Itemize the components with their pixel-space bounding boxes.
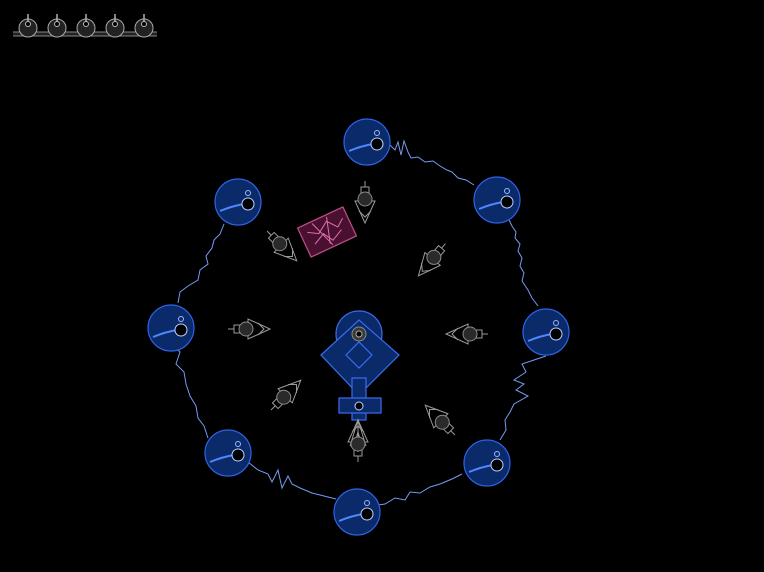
orb-node-icon[interactable]	[343, 118, 391, 166]
enemy-ship-icon[interactable]	[347, 418, 369, 462]
ship-reserve-icon	[105, 14, 125, 38]
ship-reserve-icon	[76, 14, 96, 38]
lives-remaining-bar	[13, 14, 157, 38]
orb-node-icon[interactable]	[214, 178, 262, 226]
enemy-ship-icon[interactable]	[444, 323, 488, 345]
ship-reserve-icon	[18, 14, 38, 38]
enemy-ship-icon[interactable]	[264, 373, 308, 417]
orb-node-icon[interactable]	[473, 176, 521, 224]
enemy-ship-icon[interactable]	[260, 224, 304, 268]
energy-wire	[173, 139, 547, 506]
home-base-icon	[320, 310, 400, 452]
cargo-crate-icon[interactable]	[296, 206, 358, 258]
ship-reserve-icon	[47, 14, 67, 38]
enemy-ship-icon[interactable]	[411, 237, 453, 282]
gear-icon	[351, 326, 367, 342]
enemy-ship-icon[interactable]	[354, 181, 376, 225]
orb-node-icon[interactable]	[522, 308, 570, 356]
orb-node-icon[interactable]	[463, 439, 511, 487]
orb-node-icon[interactable]	[204, 429, 252, 477]
enemy-ship-icon[interactable]	[228, 318, 272, 340]
ship-reserve-icon	[134, 14, 154, 38]
orb-node-icon[interactable]	[333, 488, 381, 536]
orb-node-icon[interactable]	[147, 304, 195, 352]
enemy-ship-icon[interactable]	[418, 398, 462, 442]
